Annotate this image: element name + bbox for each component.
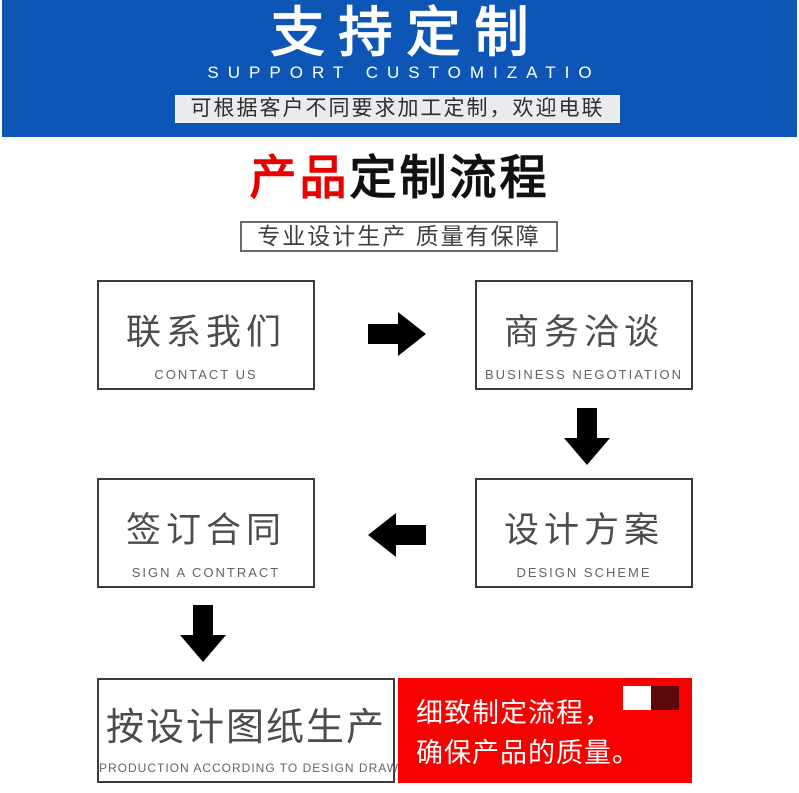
note-decoration-squares	[623, 686, 679, 710]
step-label-zh: 联系我们	[125, 313, 286, 352]
step-label-zh: 签订合同	[125, 511, 286, 550]
flow-step-business-negotiation: 商务洽谈 BUSINESS NEGOTIATION	[475, 280, 693, 390]
white-square-decoration	[623, 686, 651, 710]
arrow-left-icon	[368, 513, 426, 562]
step-label-en: CONTACT US	[154, 367, 258, 382]
arrow-right-icon	[368, 312, 426, 361]
banner-strip-text: 可根据客户不同要求加工定制，欢迎电联	[175, 95, 620, 123]
flow-step-contact-us: 联系我们 CONTACT US	[97, 280, 315, 390]
section-title-rest: 定制流程	[349, 151, 550, 204]
flow-step-design-scheme: 设计方案 DESIGN SCHEME	[475, 478, 693, 588]
section-title: 产品定制流程	[0, 150, 799, 206]
step-label-zh: 设计方案	[503, 511, 664, 550]
quality-note-box: 细致制定流程， 确保产品的质量。	[398, 678, 692, 783]
section-title-accent: 产品	[249, 151, 350, 204]
step-label-en: BUSINESS NEGOTIATION	[485, 367, 683, 382]
dark-square-decoration	[651, 686, 679, 710]
support-customization-banner: 支持定制 SUPPORT CUSTOMIZATIO 可根据客户不同要求加工定制，…	[2, 0, 797, 137]
step-label-en: DESIGN SCHEME	[516, 565, 652, 580]
banner-title: 支持定制	[270, 3, 543, 63]
step-label-zh: 按设计图纸生产	[105, 707, 386, 749]
flow-step-sign-contract: 签订合同 SIGN A CONTRACT	[97, 478, 315, 588]
arrow-down-icon	[180, 605, 226, 667]
step-label-zh: 商务洽谈	[503, 313, 664, 352]
arrow-down-icon	[564, 408, 610, 470]
note-line-1: 细致制定流程，	[416, 698, 612, 728]
note-line-2: 确保产品的质量。	[416, 738, 640, 768]
tagline-box: 专业设计生产 质量有保障	[240, 221, 558, 252]
step-label-en: SIGN A CONTRACT	[131, 565, 281, 580]
banner-subtitle: SUPPORT CUSTOMIZATIO	[207, 63, 601, 82]
step-label-en: PRODUCTION ACCORDING TO DESIGN DRAWINGS	[99, 761, 433, 775]
flow-step-production: 按设计图纸生产 PRODUCTION ACCORDING TO DESIGN D…	[97, 678, 433, 783]
